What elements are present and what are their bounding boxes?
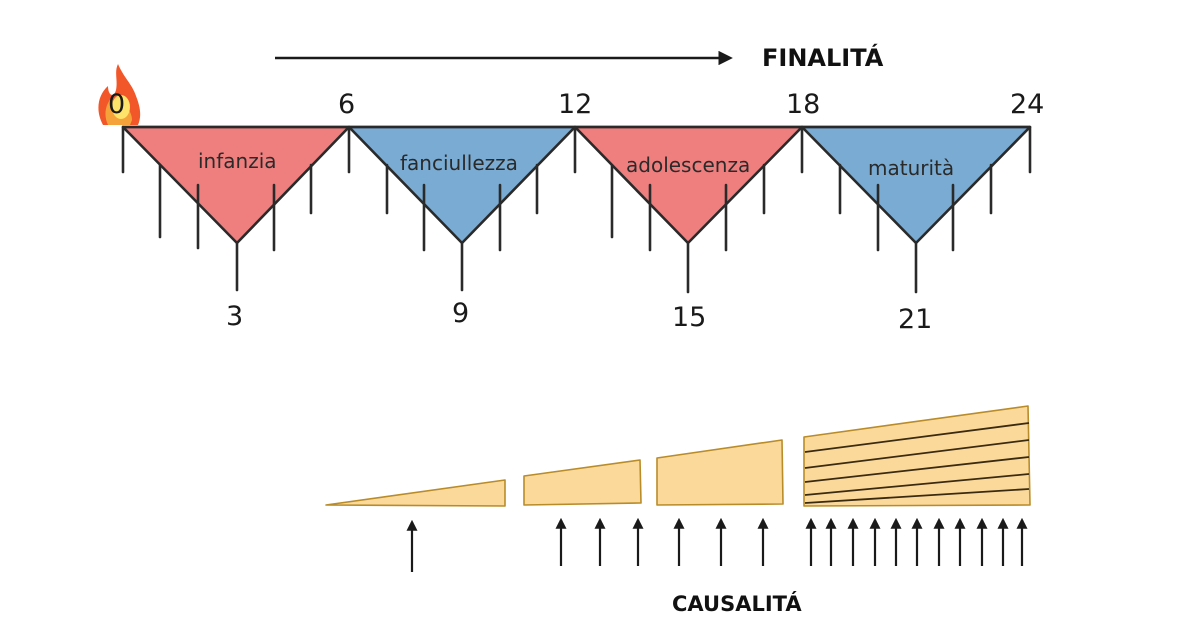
tick-3: 3	[226, 301, 243, 332]
causality-wedges	[325, 405, 1031, 507]
wedge-layer-line	[804, 473, 1030, 496]
tick-15: 15	[672, 302, 706, 333]
flame-core	[112, 95, 130, 119]
stage-triangle-1	[121, 125, 351, 245]
stage-triangle-2	[347, 125, 577, 245]
finalita-label: FINALITÁ	[762, 43, 884, 72]
wedge-layer-line	[804, 488, 1030, 504]
causality-wedge-1	[325, 479, 506, 507]
causality-wedge-3	[656, 439, 784, 506]
wedge-layer-line	[804, 456, 1030, 483]
causality-wedge-2	[523, 459, 642, 506]
tick-9: 9	[452, 298, 469, 329]
top-tick-labels: 6 12 18 24	[338, 89, 1044, 120]
stage-label-infanzia: infanzia	[198, 149, 277, 173]
tick-18: 18	[786, 89, 820, 120]
wedge-layer-line	[804, 439, 1030, 469]
stage-labels: infanzia fanciullezza adolescenza maturi…	[198, 149, 954, 180]
stage-triangles	[121, 125, 1032, 245]
stage-label-adolescenza: adolescenza	[626, 153, 750, 177]
stage-stems	[121, 125, 1032, 294]
flame-icon	[98, 64, 141, 125]
stage-triangle-4	[800, 125, 1032, 245]
causalita-label: CAUSALITÁ	[672, 591, 802, 616]
tick-24: 24	[1010, 89, 1044, 120]
stage-label-maturita: maturità	[868, 156, 954, 180]
stage-label-fanciullezza: fanciullezza	[400, 151, 518, 175]
causality-arrows	[406, 517, 1028, 572]
bottom-tick-labels: 3 9 15 21	[226, 298, 932, 335]
start-label: 0	[108, 89, 125, 120]
tick-21: 21	[898, 304, 932, 335]
tick-6: 6	[338, 89, 355, 120]
tick-12: 12	[558, 89, 592, 120]
wedge-layer-line	[804, 422, 1030, 453]
stage-triangle-3	[573, 125, 804, 245]
